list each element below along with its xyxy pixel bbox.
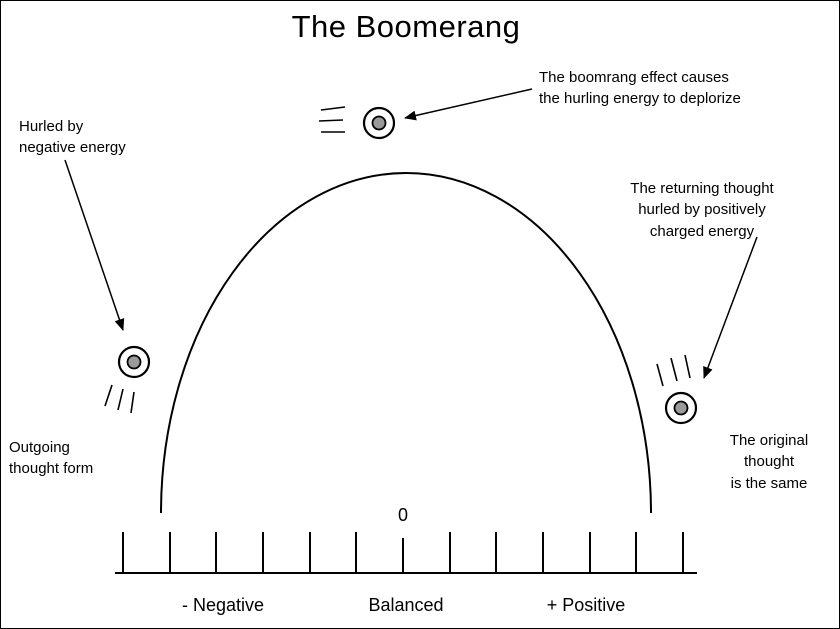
boomerang-arc [160, 172, 652, 514]
outgoing-motion-lines [104, 384, 135, 414]
apex-motion-lines [318, 106, 346, 133]
axis-label-balanced: Balanced [368, 595, 444, 615]
annotation-outgoing-thought-form: Outgoing thought form [9, 439, 94, 478]
diagram-title: The Boomerang [291, 9, 521, 44]
annotation-boomerang-effect: The boomrang effect causes the hurling e… [539, 69, 741, 108]
axis-zero-label: 0 [397, 505, 408, 525]
annotation-hurled-by-negative: Hurled by negative energy [19, 118, 126, 157]
returning-particle-icon [664, 391, 698, 425]
axis-label-positive: + Positive [546, 595, 626, 615]
annotation-returning-thought: The returning thought hurled by positive… [630, 180, 774, 240]
returning-motion-lines [656, 354, 691, 387]
arrow-to-outgoing-particle [64, 159, 125, 331]
annotation-original-thought: The original thought is the same [729, 432, 809, 492]
apex-particle-icon [362, 106, 396, 140]
outgoing-particle-icon [117, 345, 151, 379]
arrow-to-returning-particle [703, 236, 758, 379]
axis-ticks [122, 532, 684, 572]
axis-label-negative: - Negative [181, 595, 265, 615]
arrow-to-apex-particle [404, 88, 533, 121]
